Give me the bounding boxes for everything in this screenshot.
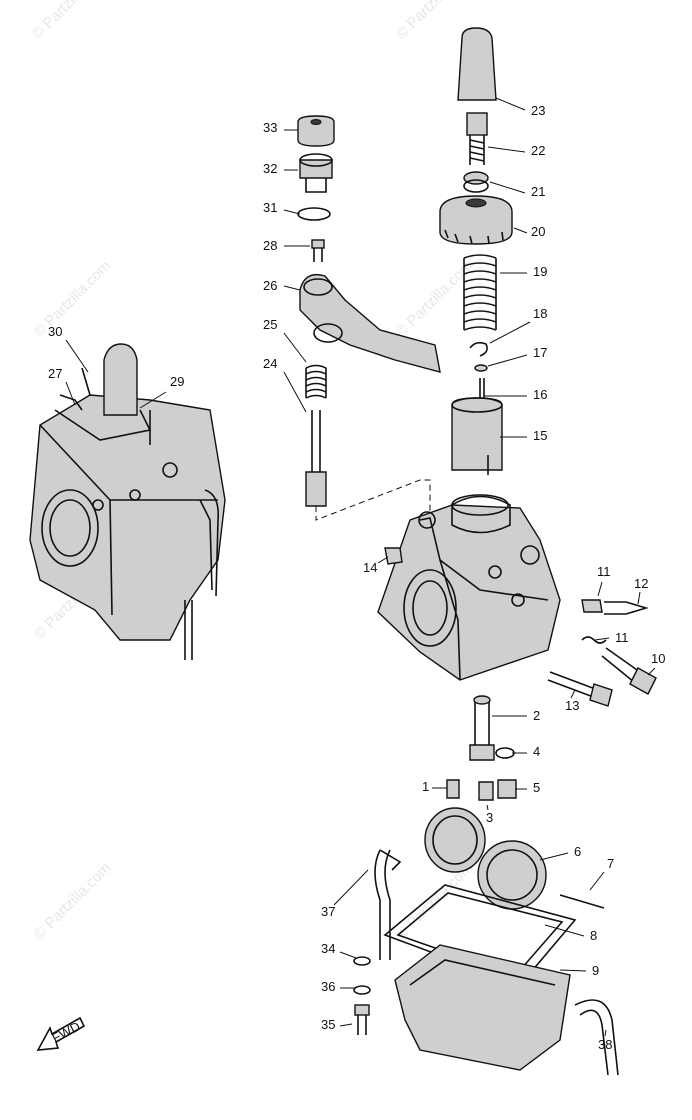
watermark: © Partzilla.com (31, 859, 114, 942)
part-label-p8: 8 (590, 928, 597, 943)
float-bowl-assembly (353, 807, 619, 1076)
leader-line-p13 (570, 689, 576, 699)
leader-line-p38 (604, 1029, 607, 1037)
forward-arrow: FWD (36, 1016, 86, 1051)
leader-line-p20 (513, 227, 528, 234)
part-label-p24: 24 (263, 356, 277, 371)
carburetor-body (377, 494, 657, 707)
leader-line-p17 (487, 354, 528, 367)
part-label-p30: 30 (48, 324, 62, 339)
leader-line-p31 (283, 209, 301, 215)
part-label-p1: 1 (422, 779, 429, 794)
leader-line-p27 (65, 381, 76, 406)
leader-line-p8 (544, 924, 585, 937)
part-label-p15: 15 (533, 428, 547, 443)
part-label-p14: 14 (363, 560, 377, 575)
leader-line-p21 (489, 181, 526, 194)
part-label-p29: 29 (170, 374, 184, 389)
leader-line-p30 (65, 339, 89, 373)
part-callouts: 1234567891011111213141516171819202122232… (48, 97, 665, 1052)
part-label-p34: 34 (321, 941, 335, 956)
spring-19 (463, 254, 497, 331)
part-label-p7: 7 (607, 856, 614, 871)
part-label-p18: 18 (533, 306, 547, 321)
leader-line-p25 (283, 332, 307, 363)
leader-line-p14 (377, 556, 389, 564)
part-label-p12: 12 (634, 576, 648, 591)
throttle-cap-assembly (439, 27, 513, 475)
leader-line-p3 (486, 804, 489, 811)
part-label-p20: 20 (531, 224, 545, 239)
part-label-p26: 26 (263, 278, 277, 293)
leader-line-p22 (487, 146, 526, 153)
part-label-p27: 27 (48, 366, 62, 381)
part-label-p32: 32 (263, 161, 277, 176)
part-label-p13: 13 (565, 698, 579, 713)
part-label-p10: 10 (651, 651, 665, 666)
leader-line-p11a (597, 581, 603, 597)
part-label-p11a: 11 (597, 564, 611, 579)
part-label-p25: 25 (263, 317, 277, 332)
watermark: © Partzilla.com (31, 257, 114, 340)
part-label-p6: 6 (574, 844, 581, 859)
part-label-p9: 9 (592, 963, 599, 978)
part-label-p2: 2 (533, 708, 540, 723)
leader-line-p9 (559, 969, 587, 972)
part-label-p35: 35 (321, 1017, 335, 1032)
part-label-p28: 28 (263, 238, 277, 253)
part-label-p21: 21 (531, 184, 545, 199)
leader-line-p6 (539, 852, 569, 861)
leader-line-p10 (647, 667, 656, 676)
part-label-p31: 31 (263, 200, 277, 215)
fwd-label: FWD (49, 1019, 82, 1046)
part-label-p16: 16 (533, 387, 547, 402)
jet-assembly (446, 695, 517, 801)
part-label-p19: 19 (533, 264, 547, 279)
leader-line-p18 (489, 321, 531, 344)
part-label-p11b: 11 (615, 630, 629, 645)
leader-line-p35 (339, 1023, 353, 1027)
leader-line-p11b (594, 637, 610, 641)
spring-25 (305, 364, 327, 399)
part-label-p5: 5 (533, 780, 540, 795)
part-label-p33: 33 (263, 120, 277, 135)
leader-line-p24 (283, 371, 307, 413)
part-label-p23: 23 (531, 103, 545, 118)
watermark: © Partzilla.com (29, 0, 112, 43)
leader-line-p26 (283, 285, 301, 291)
leader-line-p29 (139, 391, 167, 409)
part-label-p3: 3 (486, 810, 493, 825)
part-label-p17: 17 (533, 345, 547, 360)
leader-line-p12 (637, 591, 641, 605)
part-label-p36: 36 (321, 979, 335, 994)
leader-line-p37 (333, 869, 369, 906)
part-label-p37: 37 (321, 904, 335, 919)
part-label-p22: 22 (531, 143, 545, 158)
part-label-p38: 38 (598, 1037, 612, 1052)
leader-line-p34 (339, 951, 357, 959)
part-label-p4: 4 (533, 744, 540, 759)
leader-line-p7 (589, 871, 605, 891)
assembled-carburetor-view (29, 343, 226, 660)
leader-line-p23 (495, 97, 526, 111)
watermark: © Partzilla.com (393, 859, 476, 942)
starter-assembly (297, 115, 441, 521)
